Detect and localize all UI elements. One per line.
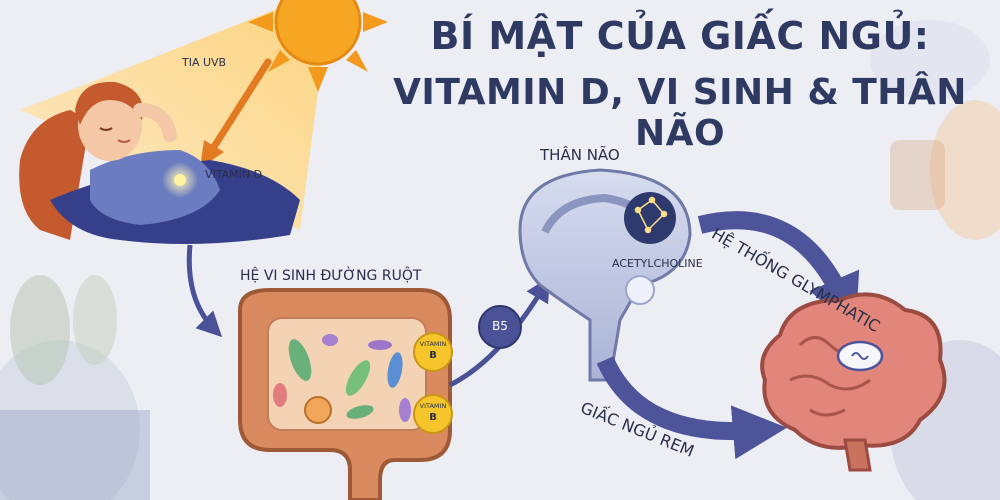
vitamin-b-badge-top: [413, 332, 453, 372]
intestine-illustration: [238, 288, 452, 500]
title-line-2: VITAMIN D, VI SINH & THÂN NÃO: [393, 72, 967, 154]
vitamin-b-badge-bottom: [413, 394, 453, 434]
uvb-label: TIA UVB: [182, 56, 227, 69]
acetylcholine-label: ACETYLCHOLINE: [612, 257, 703, 270]
vitamin-b-bottom-letter: B: [429, 412, 437, 423]
brain-illustration: [760, 292, 947, 472]
b5-label: B5: [492, 319, 508, 333]
vitamin-d-label: VITAMIN D: [205, 168, 263, 181]
title-line-1: BÍ MẬT CỦA GIẤC NGỦ:: [430, 14, 930, 58]
arrow-to-gut: [186, 244, 223, 338]
brainstem-label: THÂN NÃO: [540, 146, 620, 164]
woman-figure: [19, 81, 300, 244]
arrow-rem: [596, 356, 787, 460]
vitamin-b-top-letter: B: [429, 350, 437, 361]
gut-label: HỆ VI SINH ĐƯỜNG RUỘT: [240, 268, 422, 284]
b5-badge: [478, 305, 522, 349]
vitamin-b-top-label: VITAMIN: [419, 340, 447, 348]
arrow-glymphatic: [697, 211, 860, 330]
vitamin-b-bottom-label: VITAMIN: [419, 402, 447, 410]
brainstem-illustration: [518, 168, 692, 382]
